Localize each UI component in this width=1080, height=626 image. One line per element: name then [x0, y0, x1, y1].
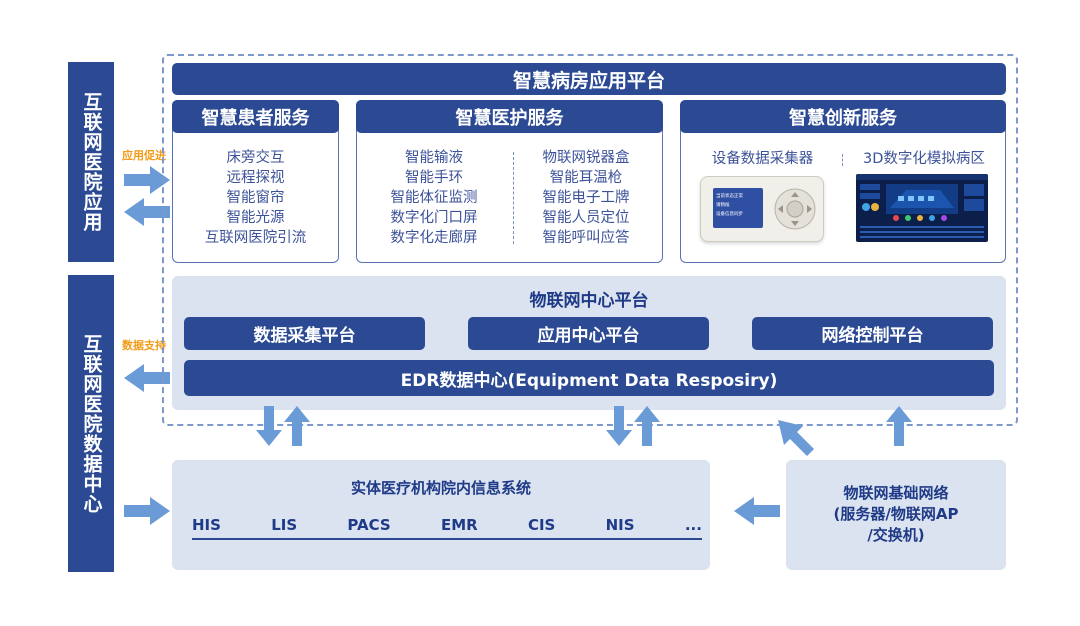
list-item: 智能光源 [226, 210, 285, 226]
internet-hospital-data-center-label: 互联网医院数据中心 [68, 275, 114, 572]
list-item: 床旁交互 [226, 150, 285, 166]
list-item: 智能耳温枪 [549, 170, 623, 186]
list-item: 智能呼叫应答 [542, 230, 630, 246]
list-item: LIS [271, 516, 298, 534]
list-item: 物联网锐器盒 [542, 150, 630, 166]
list-item: ... [684, 516, 702, 534]
model-label: 3D数字化模拟病区 [863, 151, 985, 167]
arrow-left-icon [124, 364, 170, 392]
arrow-right-icon [124, 166, 170, 194]
device-collector-image: 当前状态正常 请稍候 设备信息同步 [700, 176, 824, 242]
care-service-right-list: 物联网锐器盒 智能耳温枪 智能电子工牌 智能人员定位 智能呼叫应答 [520, 148, 652, 248]
arrow-up-icon [634, 406, 660, 446]
iot-platform-title: 物联网中心平台 [529, 291, 649, 311]
arrow-up-icon [886, 406, 912, 446]
app-center-platform: 应用中心平台 [468, 317, 709, 350]
list-item: EMR [440, 516, 478, 534]
list-item: 智能手环 [405, 170, 463, 186]
edr-data-center: EDR数据中心(Equipment Data Resposiry) [184, 360, 994, 396]
list-item: PACS [347, 516, 391, 534]
iot-network-panel [786, 460, 1006, 570]
hospital-system-underline [192, 538, 702, 540]
dashboard-graphic [856, 174, 988, 238]
3d-ward-model-image [856, 174, 988, 242]
care-service-left-list: 智能输液 智能手环 智能体征监测 数字化门口屏 数字化走廊屏 [368, 148, 500, 248]
list-item: CIS [527, 516, 556, 534]
care-service-title: 智慧医护服务 [356, 100, 663, 133]
list-item: NIS [605, 516, 635, 534]
patient-service-list: 床旁交互 远程探视 智能窗帘 智能光源 互联网医院引流 [172, 148, 339, 248]
iot-network-text: 物联网基础网络 (服务器/物联网AP /交换机) [833, 484, 959, 544]
arrow-down-icon [606, 406, 632, 446]
list-item: 智能输液 [405, 150, 463, 166]
network-control-platform: 网络控制平台 [752, 317, 993, 350]
care-divider [513, 152, 514, 244]
arrow-left-icon [734, 497, 780, 525]
internet-hospital-app-label: 互联网医院应用 [68, 62, 114, 262]
data-collection-platform: 数据采集平台 [184, 317, 425, 350]
list-item: 智能人员定位 [542, 210, 630, 226]
app-promotion-note: 应用促进 [122, 149, 166, 162]
arrow-up-icon [284, 406, 310, 446]
data-support-note: 数据支持 [122, 339, 166, 352]
list-item: 互联网医院引流 [204, 230, 307, 246]
patient-service-title: 智慧患者服务 [172, 100, 339, 133]
collector-label: 设备数据采集器 [711, 151, 814, 167]
arrow-right-icon [124, 497, 170, 525]
hospital-system-title: 实体医疗机构院内信息系统 [350, 479, 531, 497]
list-item: 智能窗帘 [226, 190, 285, 206]
dpad-icon [774, 188, 816, 230]
hospital-system-list: HIS LIS PACS EMR CIS NIS ... [192, 513, 702, 537]
list-item: HIS [192, 516, 221, 534]
list-item: 远程探视 [226, 170, 285, 186]
hospital-system-panel [172, 460, 710, 570]
innovation-service-title: 智慧创新服务 [680, 100, 1006, 133]
device-screen: 当前状态正常 请稍候 设备信息同步 [713, 188, 763, 228]
arrow-left-icon [124, 198, 170, 226]
platform-boundary [162, 54, 1018, 426]
app-platform-title: 智慧病房应用平台 [172, 63, 1006, 95]
arrow-diagonal-icon [778, 420, 814, 456]
list-item: 数字化门口屏 [390, 210, 478, 226]
arrow-down-icon [256, 406, 282, 446]
list-item: 智能体征监测 [390, 190, 478, 206]
list-item: 智能电子工牌 [542, 190, 630, 206]
innovation-divider [842, 154, 843, 166]
list-item: 数字化走廊屏 [390, 230, 478, 246]
